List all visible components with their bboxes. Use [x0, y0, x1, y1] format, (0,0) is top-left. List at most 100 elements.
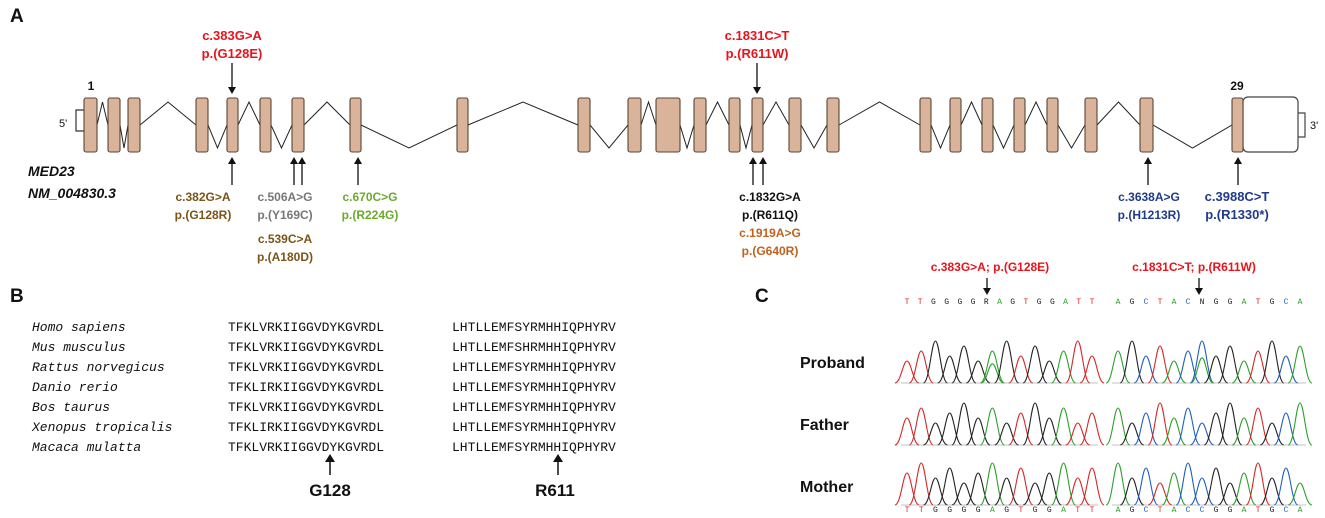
- exon-box: [349, 97, 362, 153]
- base-call: A: [1298, 506, 1303, 515]
- species-name: Danio rerio: [32, 380, 118, 395]
- arrow-c506-head: [290, 157, 298, 164]
- arrow-c3988-head: [1234, 157, 1242, 164]
- base-call: A: [1063, 298, 1068, 307]
- sequence-segment-1: TFKLVRKIIGGVDYKGVRDL: [228, 360, 384, 375]
- trace-peak: [1231, 472, 1257, 506]
- trace-peak: [1022, 402, 1048, 446]
- base-call: T: [1076, 298, 1081, 307]
- trace-peak: [1273, 355, 1299, 384]
- intron-lines: [96, 100, 1233, 150]
- species-name: Homo sapiens: [32, 320, 126, 335]
- sequence-segment-1: TFKLVRKIIGGVDYKGVRDL: [228, 440, 384, 455]
- trace-peak: [1079, 467, 1105, 506]
- trace-peak: [1050, 407, 1077, 446]
- panel-c-label: C: [755, 286, 769, 307]
- trace-peak: [1203, 412, 1229, 446]
- variant-c539-protein: p.(A180D): [257, 250, 313, 264]
- trace-peak: [1203, 467, 1229, 506]
- trace-peak: [1079, 412, 1105, 446]
- trace-peak: [1147, 482, 1173, 506]
- base-call: C: [1284, 298, 1289, 307]
- trace-peak: [1105, 350, 1131, 384]
- base-call: G: [962, 506, 967, 515]
- intron-line: [992, 124, 1015, 150]
- base-call: G: [931, 298, 936, 307]
- variant-c3638-protein: p.(H1213R): [1118, 208, 1181, 222]
- base-call: T: [1018, 506, 1023, 515]
- variant-c1832-cdna: c.1832G>A: [739, 190, 801, 204]
- trace-peak: [1105, 462, 1131, 506]
- variant-c506-cdna: c.506A>G: [257, 190, 312, 204]
- arrow-c1919-head: [759, 157, 767, 164]
- base-call: T: [919, 506, 924, 515]
- trace-peak: [1259, 477, 1285, 506]
- exon-box: [456, 97, 469, 153]
- trace-peak: [1119, 422, 1145, 446]
- exon-box: [949, 97, 962, 153]
- base-call: G: [1004, 506, 1009, 515]
- trace-peak: [1161, 472, 1187, 506]
- base-call: T: [1075, 506, 1080, 515]
- sanger-arrowhead-1: [983, 288, 991, 295]
- variant-arrows: [228, 63, 1242, 185]
- variant-c3988-protein: p.(R1330*): [1205, 207, 1269, 222]
- panel-a-label: A: [10, 6, 24, 27]
- base-call: G: [1050, 298, 1055, 307]
- trace-peak: [1245, 350, 1271, 384]
- base-call: G: [1010, 298, 1015, 307]
- base-call: A: [1242, 506, 1247, 515]
- trace-peak: [1133, 412, 1159, 446]
- sequence-segment-1: TFKLVRKIIGGVDYKGVRDL: [228, 400, 384, 415]
- base-call: C: [1284, 506, 1289, 515]
- base-call: G: [944, 298, 949, 307]
- panel-b-label: B: [10, 286, 24, 307]
- gene-name: MED23: [28, 163, 75, 179]
- trace-peak: [1147, 402, 1173, 446]
- intron-line: [800, 124, 828, 150]
- exon-box: [655, 97, 681, 153]
- trace-peak: [1189, 422, 1215, 446]
- trace-peak: [1008, 355, 1034, 384]
- base-call: G: [1228, 298, 1233, 307]
- exon-box: [1231, 97, 1244, 153]
- base-call: A: [1116, 506, 1121, 515]
- trace-peak: [1133, 467, 1159, 506]
- base-call: C: [1186, 298, 1191, 307]
- base-call: A: [1242, 298, 1247, 307]
- trace-peak: [1245, 407, 1271, 446]
- arrow-c382-head: [228, 157, 236, 164]
- base-call: G: [1270, 506, 1275, 515]
- trace-peak: [1259, 422, 1285, 446]
- trace-peak: [1287, 402, 1313, 446]
- g128-arrowhead: [325, 454, 335, 462]
- trace-peak: [979, 407, 1006, 446]
- trace-peak: [1175, 407, 1201, 446]
- variant-c3988-cdna: c.3988C>T: [1205, 189, 1270, 204]
- intron-line: [960, 100, 983, 126]
- variant-c383-cdna: c.383G>A: [202, 28, 262, 43]
- arrow-c670-head: [354, 157, 362, 164]
- trace-peak: [1119, 477, 1145, 506]
- sanger-panel: c.383G>A; p.(G128E) c.1831C>T; p.(R611W)…: [800, 260, 1313, 515]
- intron-line: [139, 101, 197, 126]
- exon-box: [291, 97, 305, 153]
- variant-c383-protein: p.(G128E): [202, 46, 263, 61]
- arrow-c3638-head: [1144, 157, 1152, 164]
- exon-box: [226, 97, 239, 153]
- three-prime-label: 3': [1310, 120, 1318, 132]
- trace-peak: [1008, 467, 1034, 506]
- variant-c1919-cdna: c.1919A>G: [739, 226, 801, 240]
- trace-peak: [922, 340, 949, 384]
- base-call: G: [1047, 506, 1052, 515]
- intron-line: [1057, 124, 1086, 149]
- trace-peak: [1065, 477, 1091, 506]
- trace-peak: [1008, 412, 1034, 446]
- r611-arrowhead: [553, 454, 563, 462]
- base-call: A: [1172, 506, 1177, 515]
- intron-line: [270, 124, 293, 150]
- trace-peak: [1217, 402, 1243, 446]
- trace-peak: [951, 402, 977, 446]
- arrow-c383-head: [228, 87, 236, 94]
